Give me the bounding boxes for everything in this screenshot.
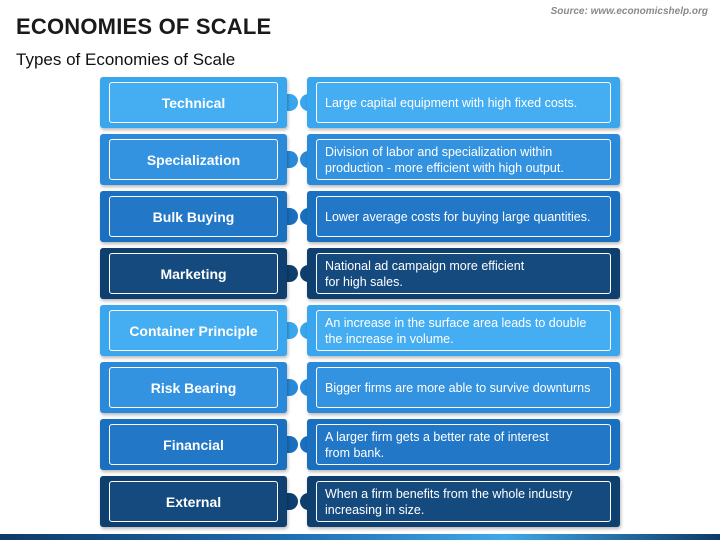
economy-row: Bulk Buying Lower average costs for buyin… [100,191,620,242]
economy-description-box: Lower average costs for buying large qua… [307,191,620,242]
economy-description-box: A larger firm gets a better rate of inte… [307,419,620,470]
economy-type-box: Technical [100,77,287,128]
economy-type-label: Risk Bearing [109,367,278,408]
economy-description-text: Bigger firms are more able to survive do… [316,367,611,408]
economy-description-text: Large capital equipment with high fixed … [316,82,611,123]
economy-type-label: Specialization [109,139,278,180]
economy-row: Technical Large capital equipment with hi… [100,77,620,128]
economy-row: Container Principle An increase in the su… [100,305,620,356]
economy-type-box: Container Principle [100,305,287,356]
economy-type-label: Financial [109,424,278,465]
economy-type-label: Marketing [109,253,278,294]
page-title: ECONOMIES OF SCALE [16,14,272,39]
economy-row: Financial A larger firm gets a better rat… [100,419,620,470]
economy-row: Risk Bearing Bigger firms are more able t… [100,362,620,413]
economy-type-label: Container Principle [109,310,278,351]
connector-tab [284,151,298,168]
economy-description-box: Division of labor and specialization wit… [307,134,620,185]
connector-tab [284,436,298,453]
economy-type-box: External [100,476,287,527]
bottom-accent-bar [0,534,720,540]
economy-type-label: Bulk Buying [109,196,278,237]
connector-tab [284,493,298,510]
economy-description-text: An increase in the surface area leads to… [316,310,611,351]
economy-description-box: National ad campaign more efficient for … [307,248,620,299]
economy-description-text: National ad campaign more efficient for … [316,253,611,294]
economy-row: Marketing National ad campaign more effic… [100,248,620,299]
economy-row: External When a firm benefits from the wh… [100,476,620,527]
economy-type-box: Bulk Buying [100,191,287,242]
source-credit: Source: www.economicshelp.org [550,6,708,17]
economy-description-text: Division of labor and specialization wit… [316,139,611,180]
connector-tab [284,208,298,225]
economy-description-box: Bigger firms are more able to survive do… [307,362,620,413]
connector-tab [284,379,298,396]
economy-type-label: Technical [109,82,278,123]
economy-row: Specialization Division of labor and spec… [100,134,620,185]
economy-description-text: A larger firm gets a better rate of inte… [316,424,611,465]
connector-tab [284,94,298,111]
economy-description-box: An increase in the surface area leads to… [307,305,620,356]
economy-description-box: When a firm benefits from the whole indu… [307,476,620,527]
economy-type-box: Specialization [100,134,287,185]
economy-description-text: When a firm benefits from the whole indu… [316,481,611,522]
economy-type-label: External [109,481,278,522]
page-subtitle: Types of Economies of Scale [16,50,236,69]
economy-type-box: Financial [100,419,287,470]
economy-type-box: Marketing [100,248,287,299]
economy-description-box: Large capital equipment with high fixed … [307,77,620,128]
connector-tab [284,322,298,339]
economy-type-box: Risk Bearing [100,362,287,413]
economy-description-text: Lower average costs for buying large qua… [316,196,611,237]
connector-tab [284,265,298,282]
